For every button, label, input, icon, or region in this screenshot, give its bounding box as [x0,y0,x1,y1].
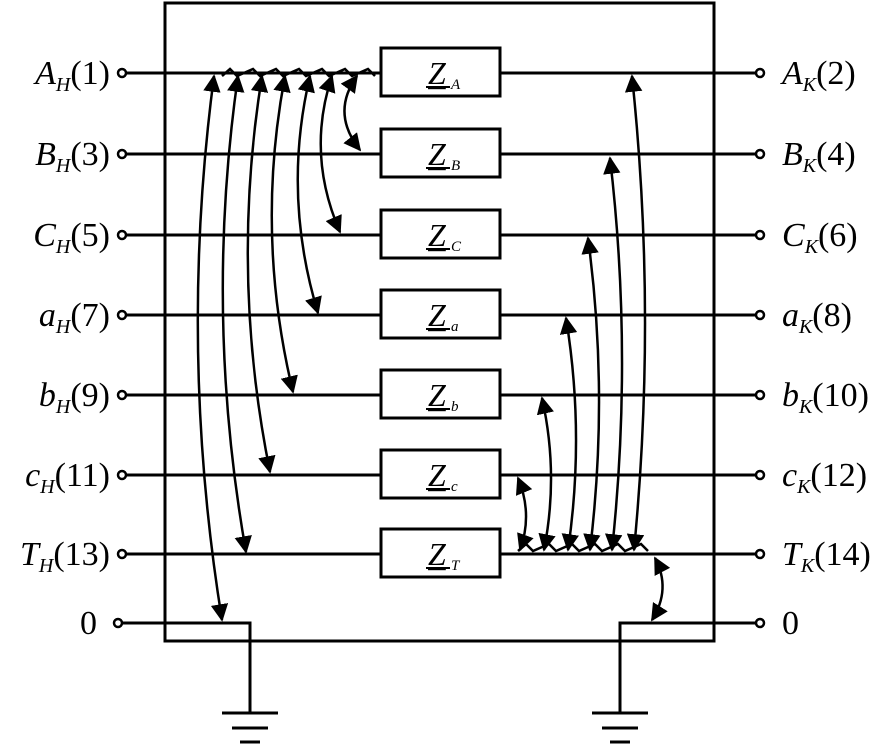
coupling-arrow-right-5 [515,476,534,552]
impedance-sub-1: B [451,158,460,174]
terminal-right-2[interactable] [754,229,766,241]
impedance-sub-2: C [451,239,462,255]
coupling-arrow-left-2 [296,74,322,315]
impedance-sub-4: b [451,399,459,415]
coupling-arrow-right-ground [650,556,671,622]
terminal-right-3[interactable] [754,309,766,321]
terminal-right-4[interactable] [754,389,766,401]
terminal-left-6[interactable] [116,548,128,560]
terminal-0-right[interactable] [754,617,766,629]
ground-symbol-left [222,711,278,744]
right-terminal-label-4: bК(10) [782,377,869,418]
left-terminal-label-2: CН(5) [33,217,110,258]
impedance-label-6: Z [428,536,447,572]
right-terminal-label-0: AК(2) [780,55,856,96]
left-terminal-label-4: bН(9) [39,377,110,418]
terminal-right-5[interactable] [754,469,766,481]
left-terminal-label-3: aН(7) [39,297,110,338]
terminal-right-1[interactable] [754,148,766,160]
impedance-sub-0: A [450,77,461,93]
impedance-label-1: Z [428,136,447,172]
terminal-left-0[interactable] [116,67,128,79]
label-0-right: 0 [782,605,799,642]
impedance-label-0: Z [428,55,447,91]
impedance-label-2: Z [428,217,447,253]
right-terminal-label-6: TК(14) [782,536,871,577]
terminal-left-1[interactable] [116,148,128,160]
left-terminal-label-1: BН(3) [35,136,110,177]
terminal-left-2[interactable] [116,229,128,241]
enclosure-box [163,1,716,643]
coupling-arrow-left-4 [246,74,276,474]
terminal-0-left[interactable] [112,617,124,629]
coupling-arrow-right-2 [581,236,601,552]
terminal-right-6[interactable] [754,548,766,560]
terminal-left-4[interactable] [116,389,128,401]
impedance-label-3: Z [428,297,447,333]
impedance-label-5: Z [428,457,447,493]
terminal-labels: AН(1) AК(2) BН(3) BК(4) CН(5) CК(6) aН(7) aК(8)… [20,55,871,577]
coupling-arrows [196,67,671,622]
coupling-arrow-left-6 [196,74,229,622]
coupling-arrow-right-0 [624,74,647,552]
ground-wire-right [618,621,756,712]
zigzag-top [221,67,376,78]
ground-system: 0 0 [80,605,799,744]
ground-wire-left [122,621,252,712]
right-terminal-label-2: CК(6) [782,217,858,258]
right-terminal-label-1: BК(4) [782,136,856,177]
impedance-sub-5: c [451,479,458,495]
left-terminal-label-0: AН(1) [33,55,110,96]
impedance-label-4: Z [428,377,447,413]
impedance-sub-6: T [451,558,461,574]
terminal-left-3[interactable] [116,309,128,321]
label-0-left: 0 [80,605,97,642]
right-terminal-label-5: cК(12) [782,457,867,498]
right-terminal-label-3: aК(8) [782,297,852,338]
left-terminal-label-5: cН(11) [25,457,110,498]
ground-symbol-right [592,711,648,744]
coupling-arrow-left-0 [340,74,362,152]
impedance-sub-3: a [451,319,459,335]
left-terminal-label-6: TН(13) [20,536,110,577]
zigzag-bottom [517,542,649,553]
coupling-arrow-right-4 [536,396,556,552]
coupling-arrow-right-3 [559,316,579,552]
terminal-right-0[interactable] [754,67,766,79]
terminal-left-5[interactable] [116,469,128,481]
coupling-arrow-right-1 [603,156,624,552]
